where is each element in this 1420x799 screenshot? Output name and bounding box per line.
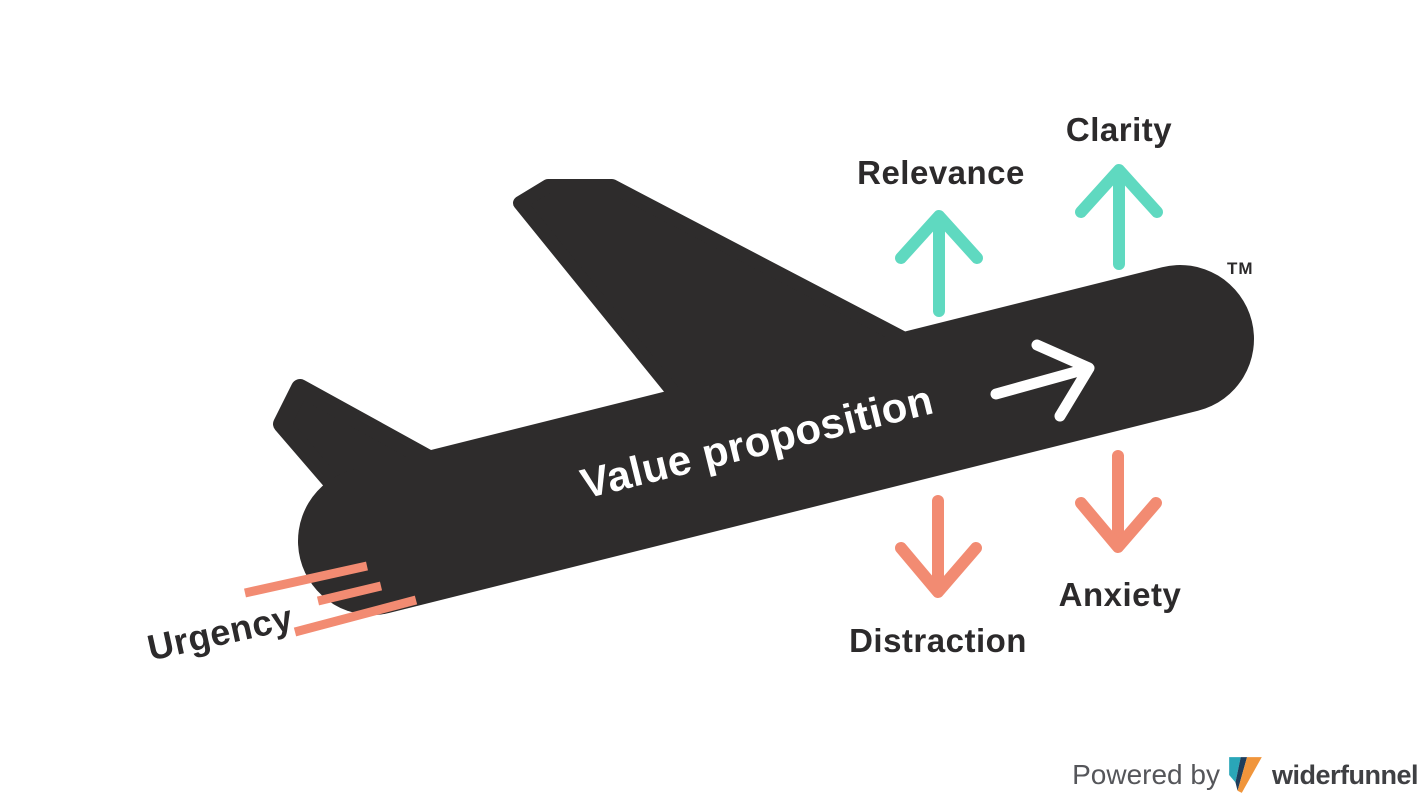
anxiety-label: Anxiety: [1059, 576, 1182, 613]
anxiety-factor-group: Anxiety: [1059, 450, 1182, 613]
widerfunnel-logo-icon: [1229, 757, 1262, 793]
down-arrow-icon: [1075, 450, 1162, 553]
relevance-label: Relevance: [857, 154, 1025, 191]
powered-by-text: Powered by: [1072, 759, 1220, 790]
clarity-factor-group: Clarity: [1066, 111, 1172, 270]
speed-lines-icon: [244, 561, 418, 637]
speed-line-middle: [316, 581, 383, 606]
trademark-symbol: TM: [1227, 259, 1254, 278]
distraction-factor-group: Distraction: [849, 495, 1027, 659]
takeoff-arrow-icon: [990, 339, 1095, 422]
speed-line-top: [244, 561, 368, 598]
footer-credit: Powered by widerfunnel: [1072, 753, 1419, 797]
brand-name-text: widerfunnel: [1271, 759, 1419, 790]
down-arrow-icon: [895, 495, 982, 598]
relevance-factor-group: Relevance: [857, 154, 1025, 317]
speed-line-bottom: [293, 595, 418, 637]
up-arrow-icon: [1075, 164, 1163, 270]
airplane-fuselage: [298, 265, 1254, 615]
up-arrow-icon: [895, 210, 983, 317]
clarity-label: Clarity: [1066, 111, 1172, 148]
urgency-label: Urgency: [144, 597, 297, 669]
distraction-label: Distraction: [849, 622, 1027, 659]
